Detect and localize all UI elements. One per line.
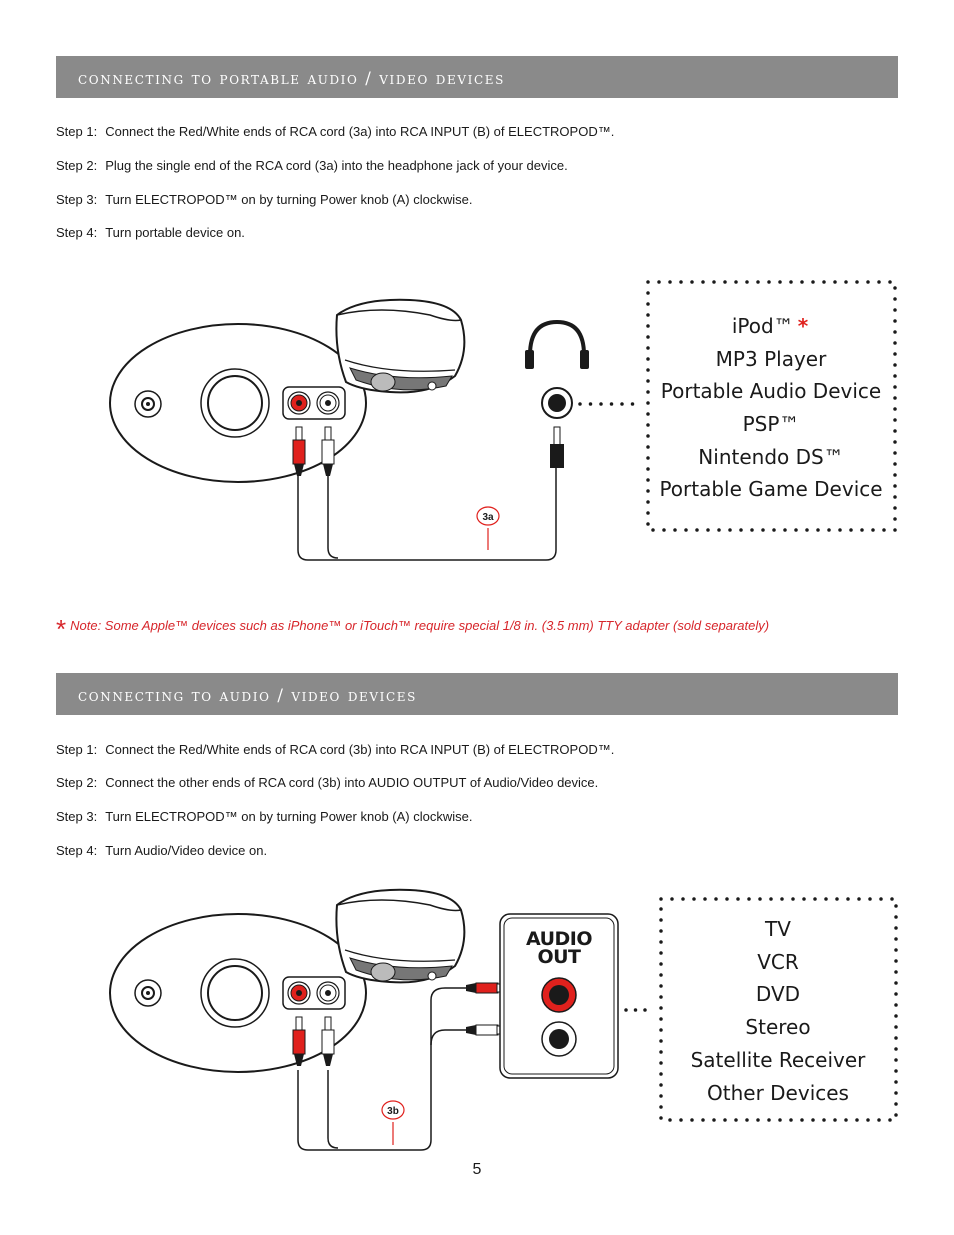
step-1: Step 1:Connect the Red/White ends of RCA… [56, 742, 615, 757]
device-list-item: VCR [757, 950, 799, 974]
note-asterisk-icon: * [56, 614, 67, 644]
svg-text:3b: 3b [387, 1106, 399, 1117]
device-list-item: TV [764, 917, 791, 941]
step-3: Step 3:Turn ELECTROPOD™ on by turning Po… [56, 809, 473, 824]
small-jack-icon [134, 979, 162, 1007]
mini-plug-icon [550, 426, 564, 468]
cord-label-3a: 3a [476, 506, 500, 550]
small-jack-icon [134, 390, 162, 418]
device-list-item: PSP™ [743, 412, 800, 436]
headphones-icon [525, 319, 589, 369]
power-knob-icon [200, 368, 270, 438]
section-title: Connecting to Audio / Video Devices [78, 686, 417, 705]
rca-plug-red-icon [292, 426, 306, 476]
step-3: Step 3:Turn ELECTROPOD™ on by turning Po… [56, 192, 473, 207]
diagram-av: AUDIO OUT 3b TV VCR DVD Stereo Satellite… [109, 888, 898, 1151]
note-text: Note: Some Apple™ devices such as iPhone… [70, 618, 770, 633]
device-list-item: Portable Game Device [659, 477, 882, 501]
rca-input-panel [282, 976, 346, 1010]
device-list-item: Nintendo DS™ [698, 445, 843, 469]
device-list-item: DVD [756, 982, 800, 1006]
rca-input-panel [282, 386, 346, 420]
svg-text:3a: 3a [482, 512, 494, 523]
step-4: Step 4:Turn portable device on. [56, 225, 245, 240]
device-list-item: Stereo [745, 1015, 810, 1039]
rca-plug-white-icon [321, 1016, 335, 1066]
page-number: 5 [472, 1161, 482, 1178]
audio-out-label: OUT [537, 946, 581, 968]
diagram-portable: 3a iPod™* MP3 Player Portable Audio Devi… [109, 280, 897, 561]
rca-cord-3b [297, 987, 478, 1151]
device-list-item: Other Devices [707, 1081, 849, 1105]
rca-plug-white-icon [321, 426, 335, 476]
step-1: Step 1:Connect the Red/White ends of RCA… [56, 124, 615, 139]
section-header-portable: Connecting to Portable Audio / Video Dev… [56, 56, 898, 98]
step-4: Step 4:Turn Audio/Video device on. [56, 843, 268, 858]
power-knob-icon [200, 958, 270, 1028]
section-header-av: Connecting to Audio / Video Devices [56, 673, 898, 715]
section-title: Connecting to Portable Audio / Video Dev… [78, 69, 505, 88]
device-list-item: iPod™* [732, 314, 809, 338]
device-list-item: Satellite Receiver [691, 1048, 867, 1072]
device-list-box [659, 897, 898, 1122]
rca-cord-3a [297, 466, 557, 561]
audio-out-label: AUDIO [526, 928, 592, 950]
apple-note: *Note: Some Apple™ devices such as iPhon… [56, 614, 769, 645]
step-2: Step 2:Plug the single end of the RCA co… [56, 158, 568, 173]
cord-label-3b: 3b [381, 1100, 405, 1145]
speaker-pod-icon [335, 298, 466, 394]
step-2: Step 2:Connect the other ends of RCA cor… [56, 775, 599, 790]
headphone-jack-icon [541, 387, 573, 419]
audio-out-panel: AUDIO OUT [499, 913, 619, 1079]
rca-plug-red-icon [292, 1016, 306, 1066]
speaker-pod-icon [335, 888, 466, 984]
device-list-item: MP3 Player [716, 347, 827, 371]
device-list-item: Portable Audio Device [661, 379, 881, 403]
